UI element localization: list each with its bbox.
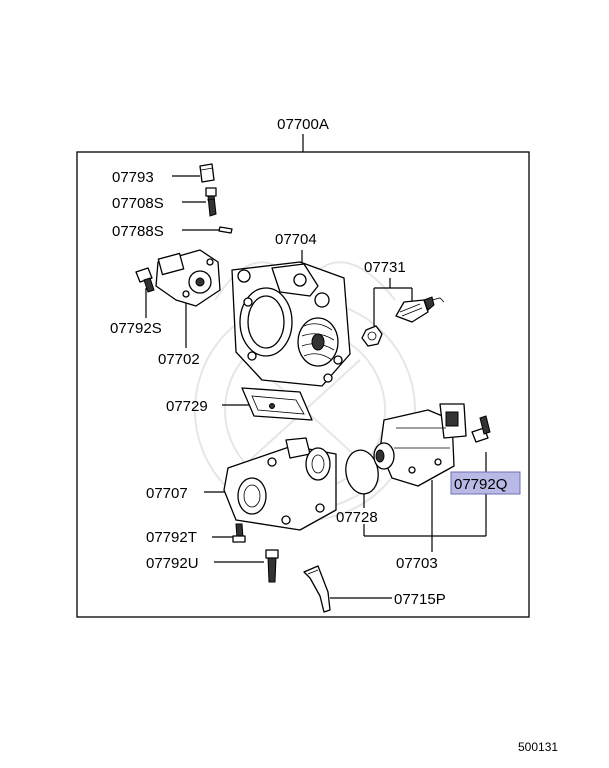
part-07792S[interactable]: 07792S bbox=[110, 267, 162, 337]
label-07715P: 07715P bbox=[394, 591, 446, 608]
bolt-icon bbox=[135, 267, 155, 293]
label-07731: 07731 bbox=[364, 259, 406, 276]
part-07729[interactable]: 07729 bbox=[166, 387, 313, 421]
label-07702: 07702 bbox=[158, 351, 200, 368]
label-07788S: 07788S bbox=[112, 223, 164, 240]
housing-icon bbox=[223, 437, 337, 531]
screw-icon bbox=[205, 187, 217, 217]
part-07707[interactable]: 07707 bbox=[146, 437, 337, 531]
part-07702[interactable]: 07702 bbox=[155, 249, 221, 368]
iac-valve-icon bbox=[373, 403, 467, 487]
part-07728[interactable]: 07728 bbox=[336, 448, 382, 526]
label-07729: 07729 bbox=[166, 398, 208, 415]
part-07792Q[interactable]: 07792Q bbox=[450, 415, 521, 495]
gasket-icon bbox=[241, 387, 313, 421]
part-07792U[interactable]: 07792U bbox=[146, 549, 279, 583]
label-07792S: 07792S bbox=[110, 320, 162, 337]
label-07704: 07704 bbox=[275, 231, 317, 248]
label-07793: 07793 bbox=[112, 169, 154, 186]
part-07708S[interactable]: 07708S bbox=[112, 187, 217, 217]
label-07728: 07728 bbox=[336, 509, 378, 526]
o-ring-icon bbox=[345, 449, 379, 495]
cap-icon bbox=[199, 163, 215, 183]
assembly-label: 07700A bbox=[277, 116, 329, 133]
nut-icon bbox=[361, 325, 383, 347]
part-07703[interactable]: 07703 bbox=[363, 403, 487, 572]
bolt-icon bbox=[471, 415, 491, 443]
long-bolt-icon bbox=[265, 549, 279, 583]
highlight-07792Q bbox=[450, 471, 521, 495]
label-07703: 07703 bbox=[396, 555, 438, 572]
part-07731[interactable]: 07731 bbox=[361, 259, 445, 347]
part-07793[interactable]: 07793 bbox=[112, 163, 215, 186]
part-07788S[interactable]: 07788S bbox=[112, 223, 233, 240]
label-07792Q: 07792Q bbox=[454, 476, 507, 493]
throttle-body-icon bbox=[231, 261, 351, 387]
sensor-icon bbox=[155, 249, 221, 307]
part-07715P[interactable]: 07715P bbox=[303, 565, 446, 613]
part-07704[interactable]: 07704 bbox=[231, 231, 351, 387]
part-07792T[interactable]: 07792T bbox=[146, 523, 246, 546]
label-07707: 07707 bbox=[146, 485, 188, 502]
spring-drum-icon bbox=[297, 317, 339, 367]
bolt-icon bbox=[232, 523, 246, 543]
footer-code: 500131 bbox=[518, 740, 558, 754]
clip-icon bbox=[303, 565, 331, 613]
label-07792T: 07792T bbox=[146, 529, 197, 546]
pin-icon bbox=[218, 226, 233, 234]
label-07708S: 07708S bbox=[112, 195, 164, 212]
temperature-sensor-icon bbox=[395, 296, 445, 323]
label-07792U: 07792U bbox=[146, 555, 199, 572]
